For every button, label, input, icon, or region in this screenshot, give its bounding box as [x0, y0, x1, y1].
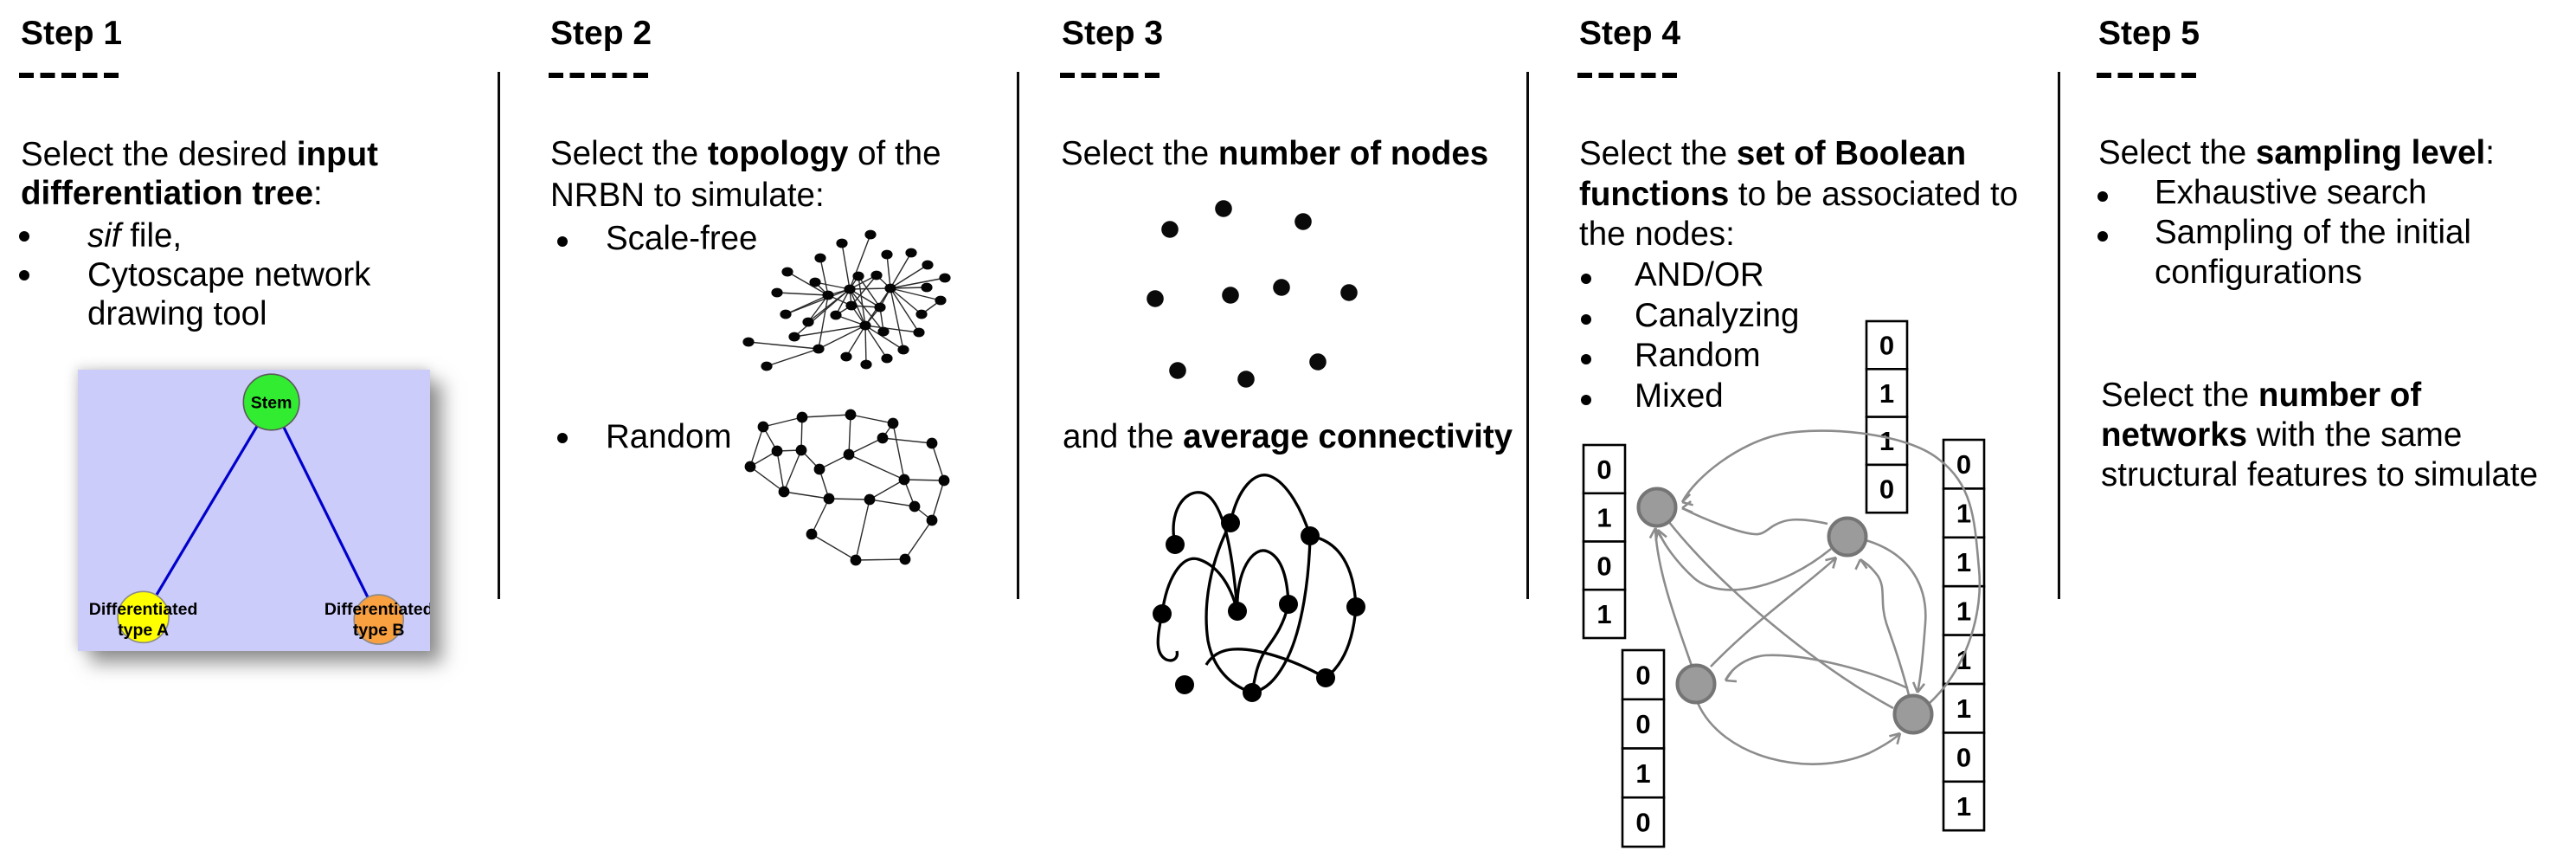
svg-text:0: 0: [1956, 743, 1971, 773]
svg-text:type A: type A: [118, 621, 169, 640]
svg-text:0: 0: [1596, 455, 1611, 485]
svg-text:1: 1: [1596, 599, 1611, 629]
svg-text:1: 1: [1956, 693, 1971, 724]
svg-text:Differentiated: Differentiated: [324, 600, 430, 619]
svg-text:type B: type B: [353, 621, 405, 640]
svg-text:1: 1: [1956, 547, 1971, 577]
svg-text:Stem: Stem: [251, 394, 292, 413]
svg-text:1: 1: [1956, 791, 1971, 822]
svg-text:0: 0: [1879, 331, 1894, 361]
svg-text:1: 1: [1596, 503, 1611, 533]
svg-text:0: 0: [1879, 474, 1894, 505]
svg-text:1: 1: [1635, 758, 1650, 789]
svg-text:1: 1: [1956, 499, 1971, 529]
svg-text:1: 1: [1956, 596, 1971, 626]
svg-text:1: 1: [1879, 426, 1894, 456]
svg-text:0: 0: [1635, 660, 1650, 690]
svg-text:0: 0: [1956, 449, 1971, 480]
svg-text:0: 0: [1635, 709, 1650, 739]
svg-text:0: 0: [1635, 808, 1650, 838]
svg-text:1: 1: [1879, 378, 1894, 409]
svg-text:Differentiated: Differentiated: [89, 600, 198, 619]
svg-text:0: 0: [1596, 551, 1611, 581]
svg-text:1: 1: [1956, 645, 1971, 675]
